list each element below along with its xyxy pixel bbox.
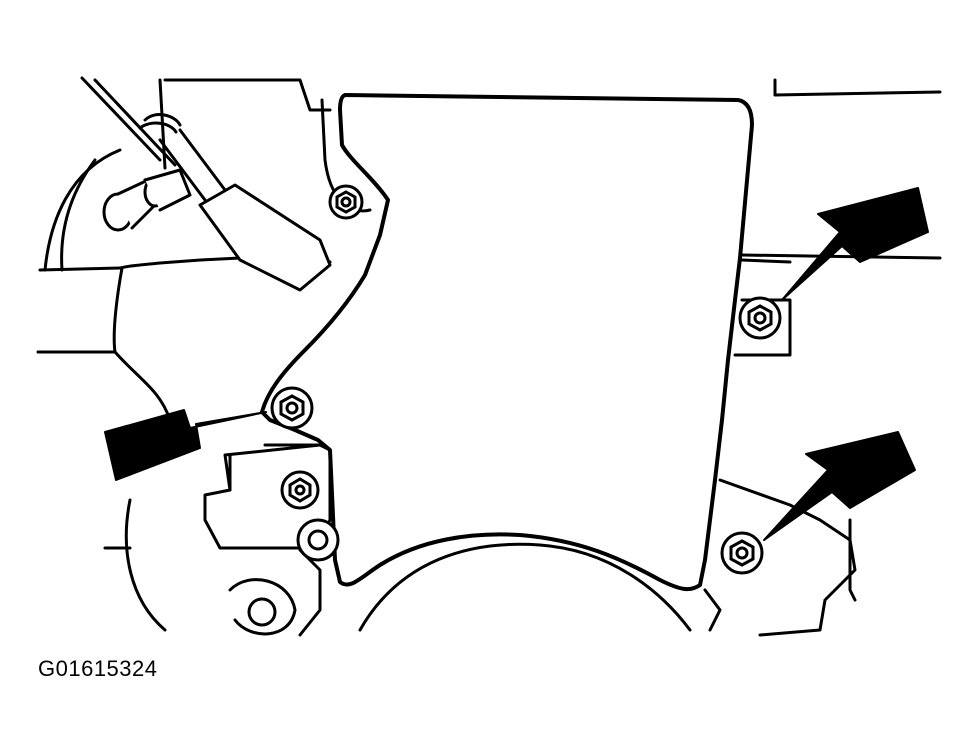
figure-id-label: G01615324 (38, 656, 158, 681)
bracket-bolt (280, 470, 320, 510)
lower-right-arrow (763, 431, 916, 541)
sensor-plug (102, 168, 192, 232)
bracket-washer (296, 518, 340, 562)
upper-right-arrow (781, 187, 929, 301)
lower-right-bolt (720, 531, 764, 575)
upper-left-bolt (328, 184, 364, 220)
upper-right-bolt (738, 296, 782, 340)
timing-cover (260, 93, 754, 592)
coolant-hose (138, 113, 332, 292)
left-bolt (270, 386, 314, 430)
engine-block-lower-left (103, 418, 692, 637)
left-arrow (104, 409, 267, 481)
lower-left-ring (247, 597, 277, 627)
